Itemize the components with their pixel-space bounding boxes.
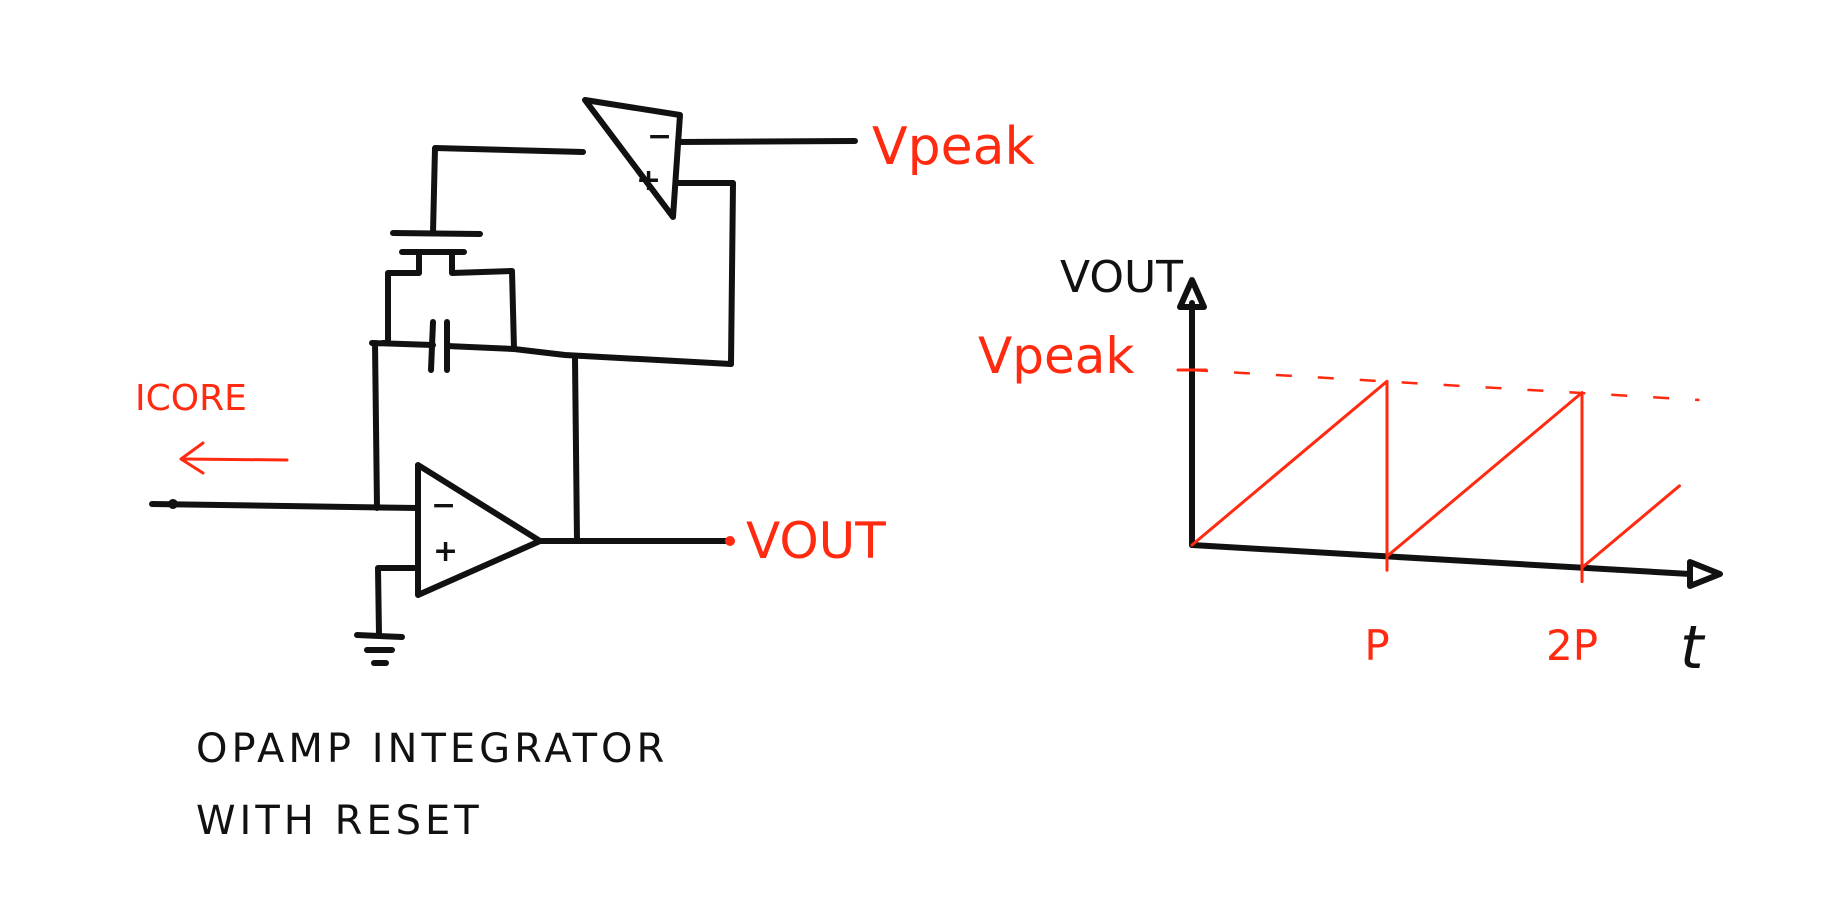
- integrator-triangle: [415, 462, 543, 598]
- comparator-output-wire: [430, 145, 586, 236]
- reset-switch: [380, 230, 517, 352]
- x-tick-label-p: P: [1364, 621, 1389, 670]
- y-axis-label: VOUT: [1060, 252, 1183, 303]
- inverting-input-wire: [372, 340, 380, 511]
- icore-arrow-icon: [179, 441, 289, 475]
- comparator-plus-sign: +: [636, 163, 661, 198]
- vout-node: [725, 536, 735, 546]
- x-axis: [1189, 542, 1693, 577]
- vpeak-input-wire: [675, 138, 858, 145]
- comparator-minus-sign: −: [647, 119, 672, 154]
- integrator-minus-sign: −: [431, 488, 456, 523]
- waveform-chart: VOUT Vpeak t P 2P: [978, 252, 1723, 683]
- vpeak-reference-line: [1191, 368, 1700, 402]
- integrating-capacitor: [369, 319, 734, 373]
- circuit-schematic: − + − +: [135, 97, 1035, 844]
- input-node: [168, 499, 178, 509]
- x-tick-label-2p: 2P: [1546, 621, 1598, 670]
- caption-line-1: OPAMP INTEGRATOR: [196, 726, 668, 772]
- integrator-plus-sign: +: [433, 534, 458, 569]
- comparator-feedback-wire: [674, 180, 736, 367]
- comparator-triangle: [582, 97, 683, 220]
- x-axis-label: t: [1680, 613, 1706, 683]
- icore-label: ICORE: [135, 378, 247, 419]
- comparator-opamp: − +: [582, 97, 683, 220]
- input-wire: [149, 501, 421, 511]
- vpeak-label: Vpeak: [872, 117, 1035, 177]
- integrator-opamp: − +: [415, 462, 543, 598]
- vout-label: VOUT: [746, 512, 886, 570]
- vout-waveform: [1190, 379, 1681, 570]
- y-axis-arrow-icon: [1177, 277, 1207, 310]
- caption-line-2: WITH RESET: [196, 798, 483, 844]
- x-axis-arrow-icon: [1687, 559, 1723, 589]
- vpeak-reference-label: Vpeak: [978, 327, 1134, 385]
- ground-symbol: [354, 565, 420, 666]
- output-feedback-wire: [572, 355, 580, 544]
